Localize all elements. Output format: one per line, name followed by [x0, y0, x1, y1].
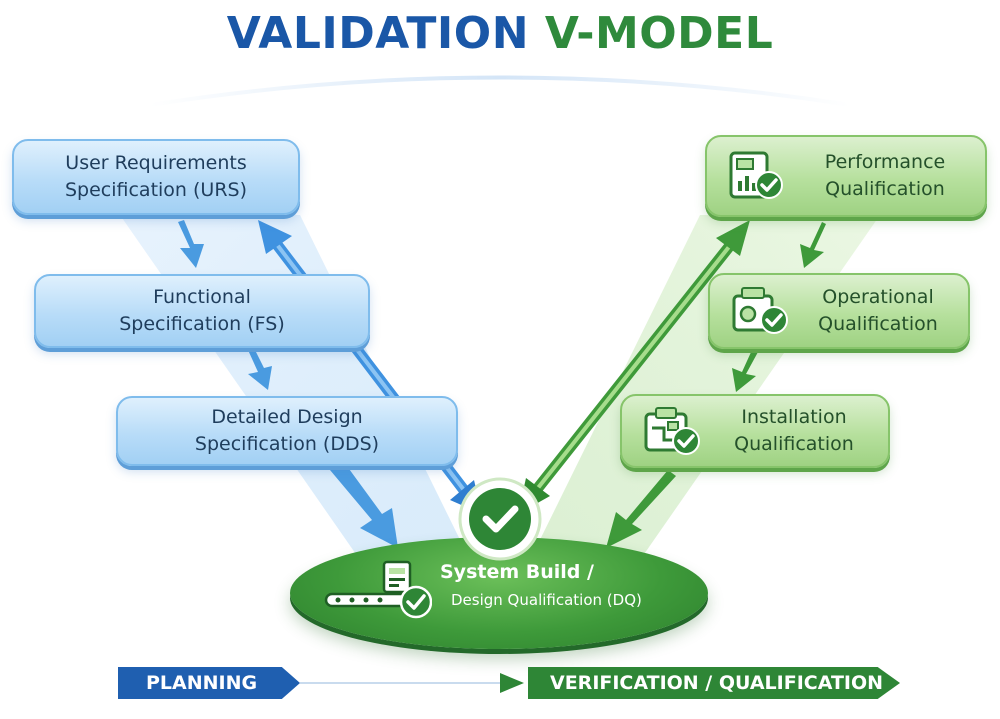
fs-box: Functional Specification (FS): [34, 274, 370, 348]
verification-phase-bar: VERIFICATION / QUALIFICATION: [528, 667, 900, 699]
title-part-validation: VALIDATION: [226, 8, 530, 59]
iq-label: Installation Qualification: [734, 406, 854, 455]
dds-to-build-arrow: [330, 462, 398, 548]
page-title: VALIDATION V-MODEL: [0, 8, 1000, 59]
iq-to-build-arrow: [606, 470, 676, 548]
planning-phase-bar: PLANNING: [118, 667, 300, 699]
pq-to-oq-arrow: [800, 222, 826, 268]
design-qualification-label: Design Qualification (DQ): [451, 591, 642, 609]
oq-to-iq-arrow: [732, 350, 758, 392]
right-v-glow: [530, 215, 880, 560]
performance-report-icon: [729, 151, 785, 201]
qualification-step-arrows: [606, 222, 826, 548]
operational-equipment-icon: [732, 286, 788, 336]
fs-to-dds-arrow: [248, 348, 272, 390]
pq-box: Performance Qualification: [705, 135, 987, 217]
oq-box: Operational Qualification: [708, 273, 970, 349]
urs-box: User Requirements Specification (URS): [12, 139, 300, 215]
title-part-vmodel: V-MODEL: [544, 8, 774, 59]
fs-label: Functional Specification (FS): [119, 286, 285, 335]
system-build-label: System Build /: [440, 561, 594, 583]
dds-box: Detailed Design Specification (DDS): [116, 396, 458, 466]
installation-setup-icon: [644, 406, 700, 456]
system-build-icon: [324, 560, 432, 619]
pq-label: Performance Qualification: [824, 151, 946, 200]
urs-to-fs-arrow: [178, 220, 204, 268]
verification-phase-label: VERIFICATION / QUALIFICATION: [550, 672, 884, 694]
planning-phase-label: PLANNING: [146, 672, 258, 694]
urs-label: User Requirements Specification (URS): [64, 152, 248, 201]
phase-connector-arrowhead: [500, 673, 524, 693]
phase-connector: [300, 673, 524, 693]
planning-step-arrows: [178, 220, 398, 548]
check-circle-icon: [458, 477, 542, 561]
iq-box: Installation Qualification: [620, 394, 890, 468]
oq-label: Operational Qualification: [818, 286, 938, 335]
dds-label: Detailed Design Specification (DDS): [194, 406, 380, 455]
title-arc: [149, 75, 851, 107]
